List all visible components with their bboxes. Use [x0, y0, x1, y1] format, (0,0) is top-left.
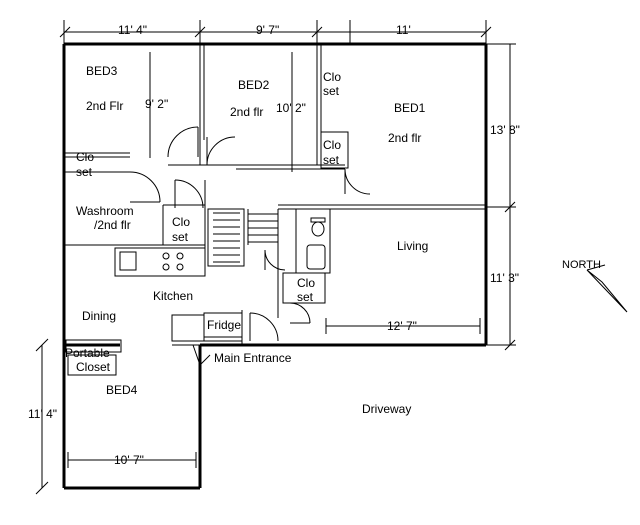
dimension-lines	[35, 20, 516, 495]
closet-labels: Clo set Clo set Clo set Clo set Clo set	[76, 70, 341, 304]
bed3-label: BED3	[86, 64, 118, 78]
dim-bed2-depth: 10' 2"	[276, 101, 306, 115]
bed1-closet-label: Clo	[323, 138, 341, 152]
dining-label: Dining	[82, 309, 116, 323]
main-entrance-label: Main Entrance	[214, 351, 292, 365]
washroom-floor-label: /2nd flr	[94, 218, 131, 232]
north-label: NORTH	[562, 259, 601, 271]
room-labels: BED3 2nd Flr BED2 2nd flr BED1 2nd flr W…	[65, 64, 428, 416]
bed3-closet-label-2: set	[76, 165, 93, 179]
wash-closet-label-2: set	[172, 230, 189, 244]
bed3-floor-label: 2nd Flr	[86, 99, 123, 113]
dim-top-bed1: 11'	[396, 23, 411, 37]
driveway-label: Driveway	[362, 402, 411, 416]
dim-bed3-depth: 9' 2"	[145, 97, 168, 111]
kitchen-label: Kitchen	[153, 289, 193, 303]
living-closet-label: Clo	[297, 276, 315, 290]
dim-bed4-height: 11' 4"	[28, 407, 57, 421]
interior-walls	[64, 44, 486, 376]
bed1-closet-label-2: set	[323, 153, 340, 167]
dim-living-width: 12' 7"	[387, 319, 417, 333]
dimension-labels: 11' 4" 9' 7" 11' 9' 2" 10' 2" 13' 8" 11'…	[28, 23, 520, 467]
bed2-floor-label: 2nd flr	[230, 105, 263, 119]
fridge-label: Fridge	[207, 318, 241, 332]
bed1-floor-label: 2nd flr	[388, 131, 421, 145]
bed2-closet-label-2: set	[323, 84, 340, 98]
exterior-walls	[62, 42, 488, 490]
bed3-closet-label: Clo	[76, 150, 94, 164]
north-arrow: NORTH	[562, 259, 628, 313]
dim-bed4-width: 10' 7"	[114, 453, 144, 467]
doors	[129, 126, 371, 342]
dim-right-upper: 13' 8"	[490, 123, 520, 137]
bed4-label: BED4	[106, 383, 138, 397]
portable-closet-label-2: Closet	[76, 360, 111, 374]
portable-closet-label: Portable	[65, 346, 110, 360]
washroom-label: Washroom	[76, 204, 134, 218]
living-closet-label-2: set	[297, 290, 314, 304]
dim-top-bed2: 9' 7"	[256, 23, 279, 37]
wash-closet-label: Clo	[172, 215, 190, 229]
bed2-label: BED2	[238, 78, 270, 92]
bed1-label: BED1	[394, 101, 426, 115]
dim-right-lower: 11' 3"	[490, 271, 519, 285]
living-label: Living	[397, 239, 428, 253]
bed2-closet-label: Clo	[323, 70, 341, 84]
dim-top-bed3: 11' 4"	[118, 23, 147, 37]
